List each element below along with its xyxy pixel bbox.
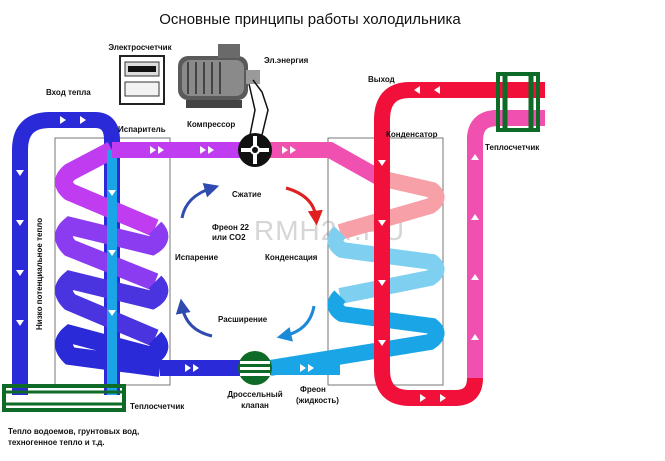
- cycle-arrow-bottom-left: [175, 298, 213, 338]
- label-evaporator: Испаритель: [118, 125, 166, 134]
- cycle-arrow-top-left: [180, 183, 220, 219]
- compressor-motor-icon: [178, 44, 260, 108]
- power-wire: [252, 79, 269, 136]
- throttle-valve-symbol: [238, 351, 272, 385]
- label-condensation: Конденсация: [265, 253, 318, 262]
- label-compression: Сжатие: [232, 190, 262, 199]
- heat-meter-left: [2, 384, 126, 412]
- heat-source-loop: [12, 112, 120, 395]
- power-wire-2: [248, 83, 256, 136]
- compressor-symbol: [238, 133, 272, 167]
- label-condenser: Конденсатор: [386, 130, 438, 139]
- heat-meter-right: [496, 72, 540, 132]
- evaporator-coil-2: [55, 216, 169, 291]
- label-power: Эл.энергия: [264, 56, 309, 65]
- flow-chevrons: [16, 86, 479, 402]
- label-output: Выход: [368, 75, 395, 84]
- label-heat-meter-left: Теплосчетчик: [130, 402, 185, 411]
- label-freon-line2: или CO2: [212, 233, 246, 242]
- label-sources-line1: Тепло водоемов, грунтовых вод,: [8, 427, 139, 436]
- discharge-line: [270, 142, 384, 185]
- label-freon-liquid-line1: Фреон: [300, 385, 326, 394]
- evaporator-coil-3: [55, 270, 169, 347]
- label-heat-meter-right: Теплосчетчик: [485, 143, 540, 152]
- condenser-coil-1: [337, 170, 445, 240]
- cycle-arrow-top-right: [285, 186, 323, 226]
- label-evaporation: Испарение: [175, 253, 219, 262]
- label-low-potential: Низко потенциальное тепло: [35, 218, 44, 330]
- label-freon-line1: Фреон 22: [212, 223, 250, 232]
- condenser-coil-2: [327, 226, 445, 304]
- electricity-meter-icon: [119, 55, 165, 105]
- evaporator-coil-4: [55, 324, 169, 377]
- label-meter: Электросчетчик: [108, 43, 172, 52]
- cycle-arrow-bottom-right: [276, 305, 316, 342]
- label-compressor: Компрессор: [187, 120, 235, 129]
- label-heat-in: Вход тепла: [46, 88, 91, 97]
- evaporator-coil-1: [55, 142, 159, 237]
- condenser-coil-3: [268, 290, 445, 376]
- return-water-line: [467, 110, 545, 378]
- label-freon-liquid-line2: (жидкость): [296, 396, 339, 405]
- label-valve-line2: клапан: [241, 401, 269, 410]
- label-sources-line2: техногенное тепло и т.д.: [8, 438, 105, 447]
- label-expansion: Расширение: [218, 315, 268, 324]
- page-title: Основные принципы работы холодильника: [159, 11, 461, 28]
- label-valve-line1: Дроссельный: [227, 390, 282, 399]
